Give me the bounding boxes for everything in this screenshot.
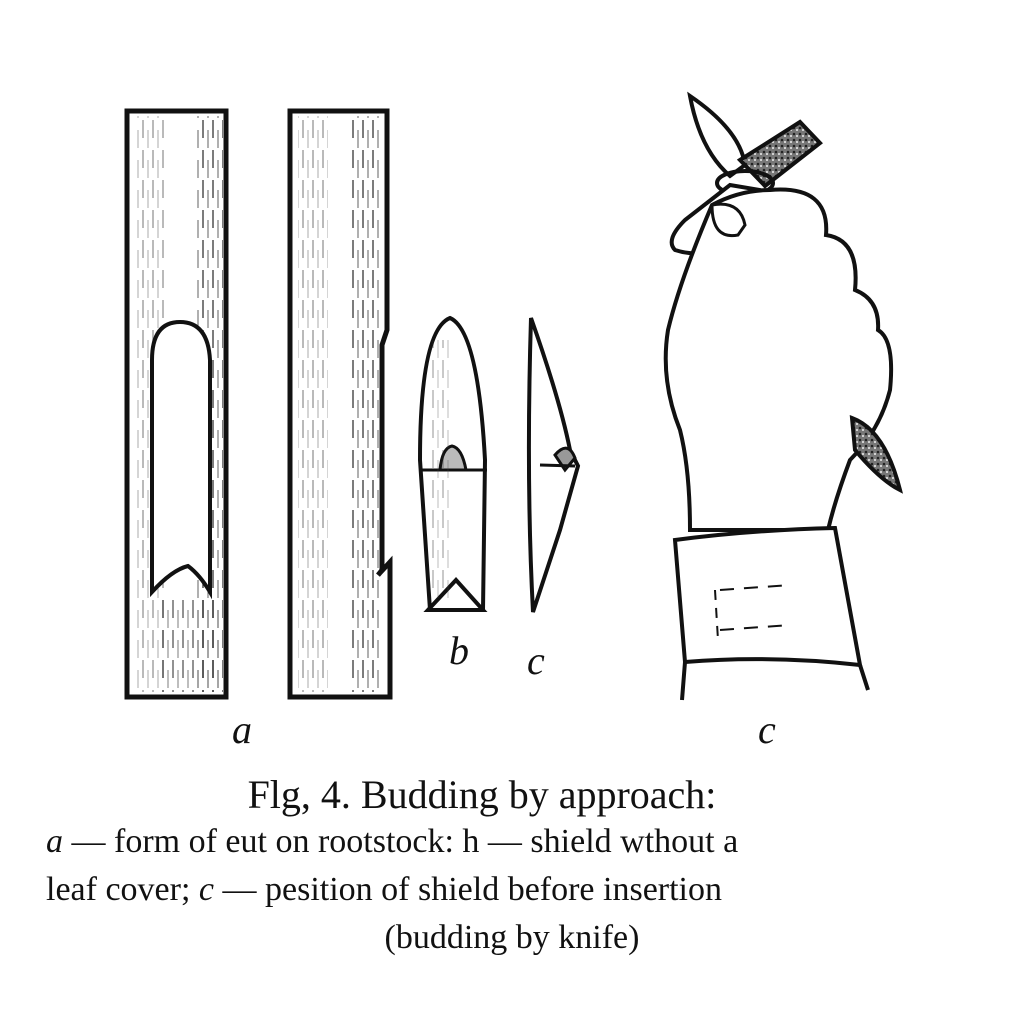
caption-letter-c: c xyxy=(198,871,214,908)
caption-line-2-start: leaf cover; xyxy=(46,871,199,908)
label-b: b xyxy=(449,628,469,673)
label-c-small: c xyxy=(527,638,545,683)
caption-line-3: (budding by knife) xyxy=(384,919,640,956)
illustration: a b c c xyxy=(124,91,903,752)
caption-letter-a: a xyxy=(46,823,63,860)
budding-illustration xyxy=(124,91,903,701)
hand-with-knife xyxy=(663,91,903,701)
caption-line-1-text: — form of eut on rootstock: h — shield w… xyxy=(63,823,739,860)
rootstock-stem-right xyxy=(287,108,393,700)
shield-front xyxy=(417,315,488,612)
label-c-hand: c xyxy=(758,707,776,752)
label-a: a xyxy=(232,707,252,752)
caption-line-2-text: — pesition of shield before insertion xyxy=(214,871,723,908)
figure-caption: Flg, 4. Budding by approach: a — form of… xyxy=(0,772,1024,962)
caption-line-1: a — form of eut on rootstock: h — shield… xyxy=(0,818,1024,866)
rootstock-stem-left xyxy=(124,108,229,700)
caption-line-2: leaf cover; c — pesition of shield befor… xyxy=(0,866,1024,914)
shield-side xyxy=(526,317,581,613)
caption-title: Flg, 4. Budding by approach: xyxy=(247,772,717,817)
